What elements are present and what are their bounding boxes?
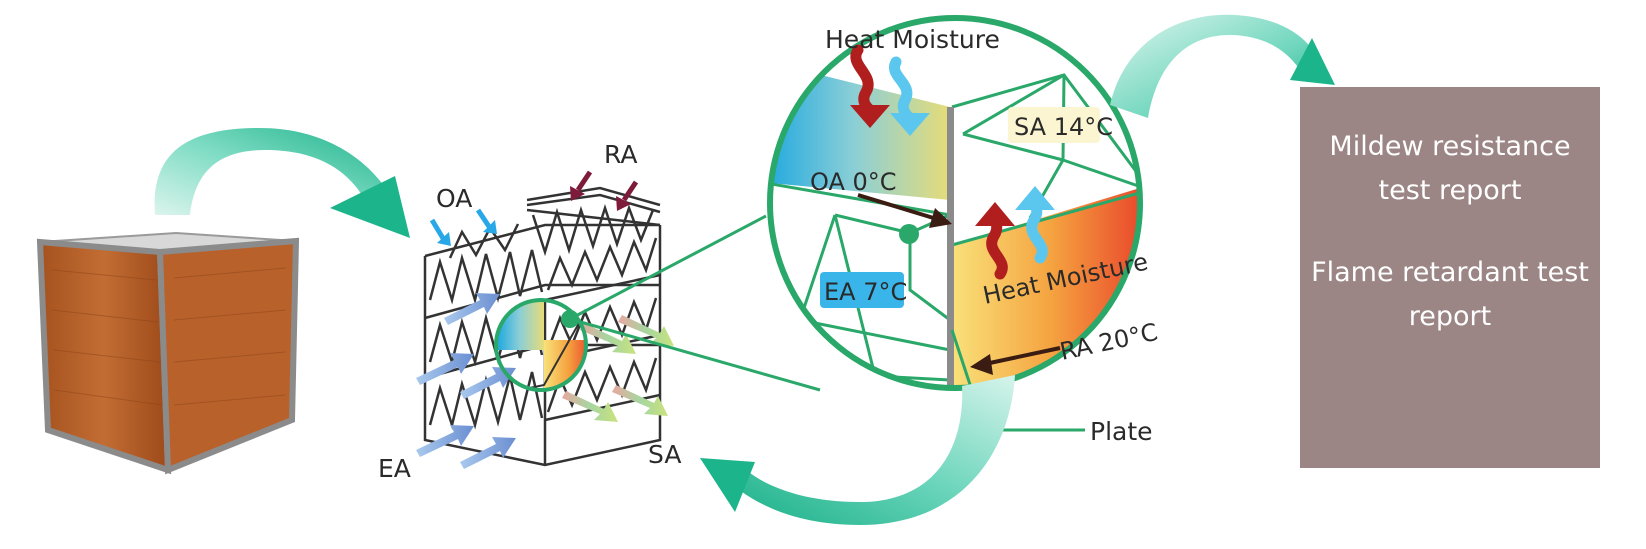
heat-arrow-bottom [975, 202, 1015, 280]
flame-report-label: Flame retardant test report [1311, 257, 1589, 332]
ea-arrows [416, 293, 516, 469]
sa-temp-pill [1008, 107, 1100, 143]
zoom-connector [569, 214, 821, 392]
mildew-report-label: Mildew resistance test report [1329, 131, 1571, 206]
label-oa: OA [436, 184, 472, 213]
moisture-arrow-top [889, 56, 930, 136]
label-ea-temp: EA 7°C [824, 278, 907, 306]
ra-arrows [570, 170, 639, 211]
sa-arrows [562, 315, 674, 422]
flow-arrow-1 [154, 128, 410, 238]
ea-temp-pill [820, 272, 904, 308]
label-sa-temp: SA 14°C [1014, 113, 1113, 141]
heat-exchanger-box [36, 231, 300, 475]
heat-arrow-top [850, 44, 890, 128]
label-ea: EA [378, 454, 411, 483]
label-ra: RA [604, 140, 637, 169]
flow-arrow-3 [700, 375, 1015, 525]
test-report-panel: Mildew resistance test report Flame reta… [1300, 87, 1600, 468]
moisture-arrow-bottom [1015, 186, 1055, 264]
label-heat-moisture-top: Heat Moisture [825, 25, 1000, 54]
oa-arrows [429, 208, 497, 246]
label-plate: Plate [1090, 417, 1153, 446]
flow-arrow-2 [1110, 14, 1335, 118]
label-sa: SA [648, 440, 681, 469]
label-oa-temp: OA 0°C [810, 168, 897, 196]
